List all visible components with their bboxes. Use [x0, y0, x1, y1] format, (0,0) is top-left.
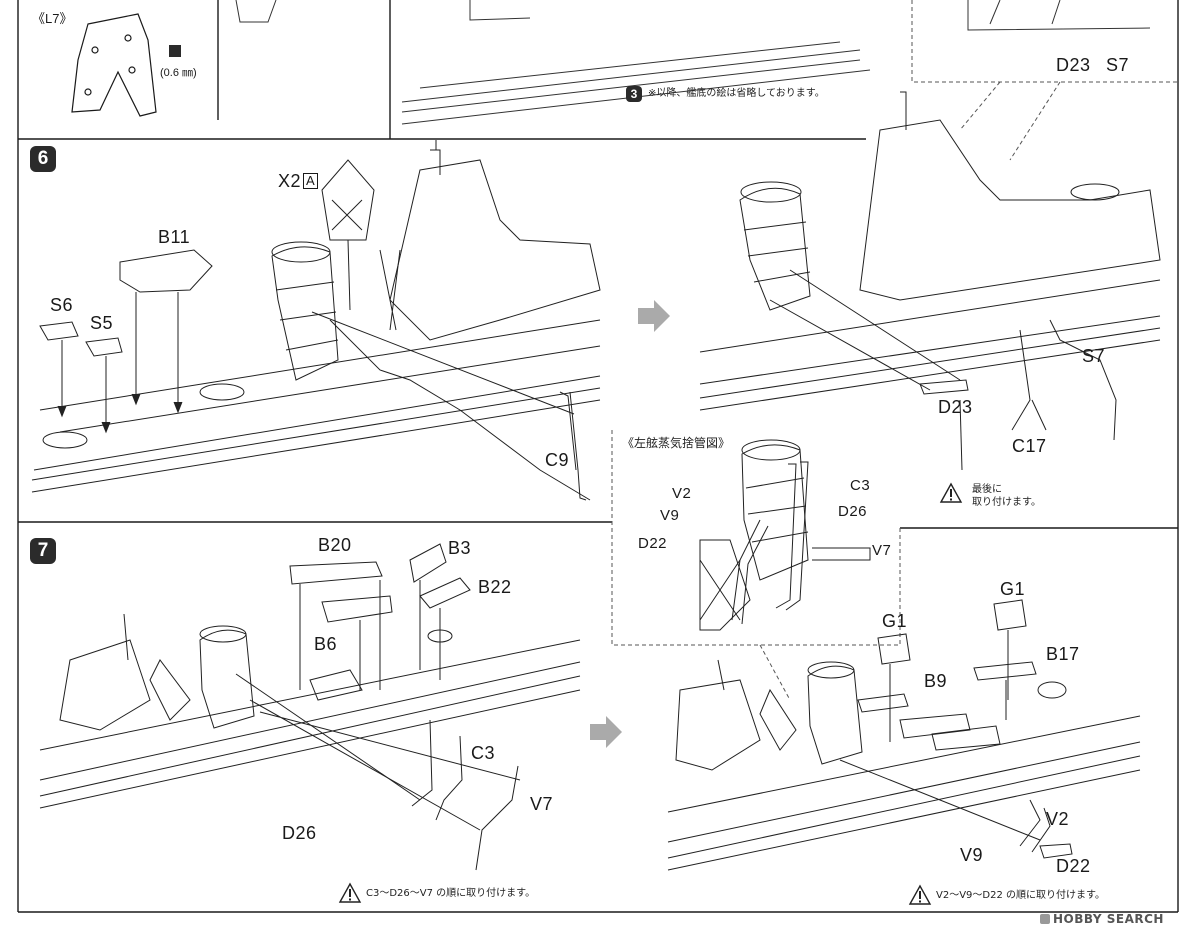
inset-label-d26: D26	[838, 503, 868, 520]
step6-right-hull	[699, 91, 1161, 471]
part-label-d22: D22	[1056, 856, 1091, 876]
inset-label-v9: V9	[660, 507, 680, 524]
watermark-text: HOBBY SEARCH	[1053, 912, 1164, 926]
part-label-v7: V7	[530, 794, 554, 814]
part-label-g1-left: G1	[882, 611, 908, 631]
part-label-s5: S5	[90, 313, 114, 333]
step6-badge: 6	[30, 146, 56, 172]
panel-borders	[17, 0, 1179, 913]
part-label-v9: V9	[960, 845, 984, 865]
inset-label-c3: C3	[850, 477, 871, 494]
inset-label-l7: 《L7》	[32, 11, 73, 26]
step3-badge: 3	[626, 86, 642, 102]
part-label-s6: S6	[50, 295, 74, 315]
step7-right-note: V2〜V9〜D22 の順に取り付けます。	[936, 890, 1106, 901]
inset-steam-pipes	[699, 439, 871, 631]
part-label-d26: D26	[282, 823, 317, 843]
part-label-b11: B11	[158, 227, 191, 247]
step-transition-arrows	[590, 300, 670, 748]
l7-part	[71, 13, 157, 117]
step7-left-note: C3〜D26〜V7 の順に取り付けます。	[366, 888, 536, 899]
part-label-d23: D23	[938, 397, 973, 417]
step7-left-hull	[39, 543, 581, 871]
step7-right-hull	[667, 599, 1141, 871]
part-label-v2: V2	[1046, 809, 1070, 829]
part-label-g1-top: G1	[1000, 579, 1026, 599]
step6-warning-line2: 取り付けます。	[972, 496, 1041, 508]
part-label-c17: C17	[1012, 436, 1047, 456]
step6-warning-note: 最後に 取り付けます。	[972, 484, 1041, 509]
step3-note: ※以降、艦底の絵は省略しております。	[648, 88, 825, 99]
part-label-b17: B17	[1046, 644, 1080, 664]
inset-label-d22: D22	[638, 535, 668, 552]
part-label-c9: C9	[545, 450, 570, 470]
part-label-b22: B22	[478, 577, 512, 597]
watermark-icon	[1040, 914, 1050, 924]
inset-label-v2: V2	[672, 485, 692, 502]
part-label-b3: B3	[448, 538, 472, 558]
part-label-s7: S7	[1082, 346, 1106, 366]
corner-label-d23: D23	[1056, 55, 1091, 75]
step6-warning-line1: 最後に	[972, 484, 1002, 495]
part-label-c3: C3	[471, 743, 496, 763]
part-label-b6: B6	[314, 634, 338, 654]
corner-label-s7: S7	[1106, 55, 1130, 75]
inset-title: 《左舷蒸気捨管図》	[622, 436, 731, 450]
drill-size-label: (0.6 ㎜)	[160, 67, 197, 79]
part-label-b9: B9	[924, 671, 948, 691]
part-label-x2-text: X2	[278, 171, 302, 191]
sprue-a-box: A	[303, 173, 319, 189]
step7-badge: 7	[30, 538, 56, 564]
inset-label-v7: V7	[872, 542, 892, 559]
top-hull-sketches	[235, 0, 1151, 125]
step6-left-hull	[31, 140, 601, 501]
drill-icon	[169, 45, 181, 57]
watermark-logo: HOBBY SEARCH	[1040, 912, 1164, 926]
dashed-callouts	[611, 0, 1178, 701]
part-label-b20: B20	[318, 535, 352, 555]
